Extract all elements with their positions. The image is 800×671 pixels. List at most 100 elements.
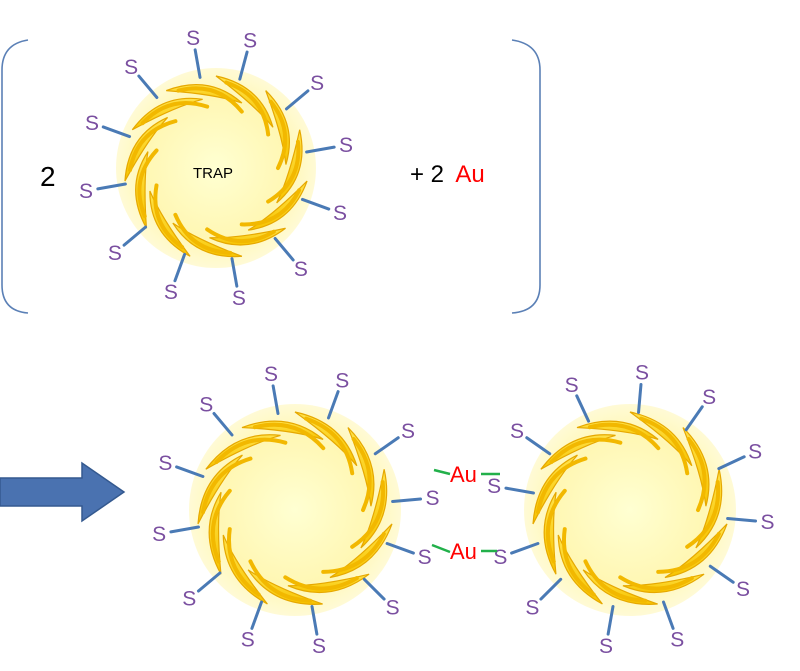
trap-subunit (222, 534, 268, 605)
linker-stub (193, 48, 202, 79)
linker-stub (250, 600, 263, 630)
linker-stub (196, 571, 222, 593)
linker-stub (122, 225, 148, 247)
trap-subunit (329, 523, 393, 579)
trap-subunit-strand (350, 480, 386, 549)
sulfur-atom: S (312, 635, 326, 658)
trap-subunit-strand (685, 480, 721, 549)
linker-stub (684, 405, 704, 432)
linker-stub (169, 525, 200, 534)
trap-subunit (695, 469, 723, 549)
trap-subunit (557, 534, 603, 605)
trap-subunit-strand (536, 456, 588, 515)
trap-subunit-strand (153, 183, 185, 250)
gold-bridge-upper: Au (433, 462, 500, 487)
sulfur-atom: S (79, 180, 93, 203)
linker-stub (238, 50, 249, 81)
sulfur-atom: S (760, 511, 774, 534)
sulfur-atom: S (736, 578, 750, 601)
sulfur-atom: S (386, 597, 400, 620)
sulfur-atom: S (565, 374, 579, 397)
linker-stub (137, 74, 159, 100)
trap-subunit (197, 454, 243, 525)
trap-subunit-strand (224, 80, 271, 137)
linker-stub (385, 542, 415, 555)
right-bracket (511, 39, 541, 314)
linker-stub (525, 436, 552, 456)
trap-subunit (149, 190, 191, 257)
trap-subunit (532, 454, 578, 525)
gold-bridge-lower: Au (431, 539, 497, 564)
sulfur-atom: S (243, 29, 257, 52)
trap-subunit (629, 411, 693, 467)
linker-stub (230, 257, 239, 288)
linker-stub (273, 236, 295, 262)
trap-subunit-strand (283, 575, 359, 591)
sulfur-atom: S (418, 546, 432, 569)
trap-subunit-strand (205, 227, 276, 244)
sulfur-atom: S (425, 487, 439, 510)
linker-stub (96, 182, 127, 191)
sulfur-atom: S (487, 475, 501, 498)
linker-stub (305, 145, 336, 154)
sulfur-atom: S (599, 635, 613, 658)
sulfur-atom: S (182, 588, 196, 611)
trap-subunit (247, 180, 308, 231)
sulfur-atom: S (670, 629, 684, 652)
trap-subunit-strand (639, 416, 690, 476)
trap-subunit-strand (351, 437, 372, 513)
trap-subunit (360, 469, 388, 549)
trap-subunit-strand (210, 488, 232, 564)
trap-subunit-strand (227, 527, 261, 597)
trap-subunit-strand (239, 188, 302, 227)
trap-subunit-strand (545, 488, 567, 564)
sulfur-atom: S (635, 362, 649, 385)
trap-subunit-strand (686, 437, 707, 513)
linker-stub (327, 390, 340, 420)
right-arrow-icon (0, 461, 126, 523)
sulfur-atom: S (401, 420, 415, 443)
linker-stub (575, 394, 591, 423)
sulfur-atom: S (241, 629, 255, 652)
linker-stub (271, 384, 280, 415)
trap-label: TRAP (193, 165, 233, 182)
trap-subunit-strand (656, 531, 721, 574)
trap-subunit-strand (248, 559, 313, 603)
linker-stub (606, 605, 615, 636)
left-bracket (1, 39, 29, 314)
sulfur-atom: S (493, 546, 507, 569)
sulfur-atom: S (333, 202, 347, 225)
gold-symbol: Au (455, 161, 484, 188)
sulfur-atom: S (152, 523, 166, 546)
sulfur-atom: S (525, 597, 539, 620)
sulfur-atom: S (748, 441, 762, 464)
linker-stub (708, 564, 735, 584)
linker-stub (717, 455, 746, 471)
trap-subunit (664, 523, 728, 579)
trap-subunit (276, 129, 303, 204)
linker-stub (662, 600, 675, 630)
trap-subunit-strand (268, 99, 288, 171)
sulfur-atom: S (199, 393, 213, 416)
sulfur-atom: S (310, 72, 324, 95)
trap-subunit-strand (140, 101, 210, 126)
linker-stub (362, 577, 386, 601)
trap-subunit-strand (304, 416, 355, 476)
trap-subunit (215, 75, 274, 128)
plus-two-text: + 2 (410, 161, 444, 188)
sulfur-atom: S (339, 134, 353, 157)
linker-stub (637, 382, 643, 414)
gold-atom-upper: Au (450, 462, 477, 487)
linker-stub (173, 252, 187, 283)
gold-atom-lower: Au (450, 539, 477, 564)
trap-subunit-strand (618, 575, 694, 591)
linker-stub (175, 465, 205, 478)
linker-stub (300, 197, 331, 211)
trap-subunit-strand (252, 422, 326, 451)
trap-subunit-strand (214, 437, 288, 465)
trap-subunit-strand (562, 527, 596, 597)
